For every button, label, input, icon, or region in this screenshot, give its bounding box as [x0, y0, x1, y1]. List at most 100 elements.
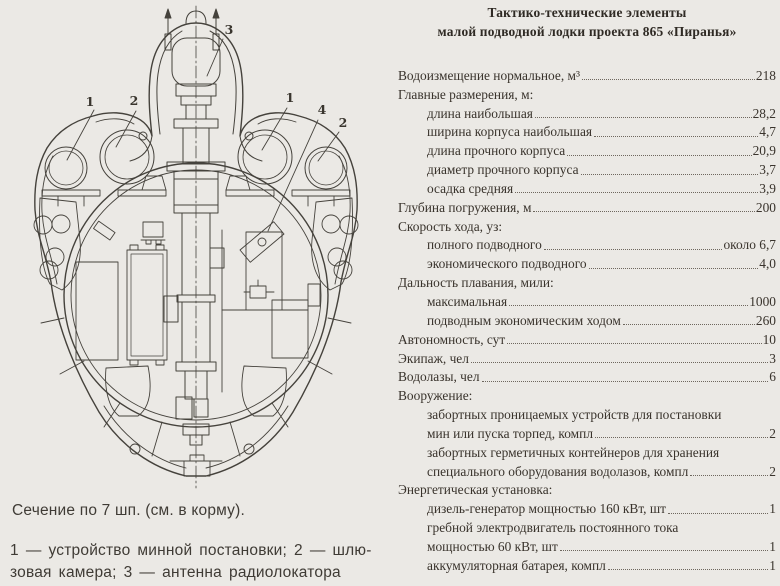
dotted-leader [668, 512, 769, 514]
spec-row: ширина корпуса наибольшая 4,7 [398, 121, 776, 140]
callout-right-1: 1 [286, 90, 295, 105]
spec-row: Энергетическая установка: [398, 479, 776, 498]
spec-row: специального оборудования водолазов, ком… [398, 460, 776, 479]
spec-row: Автономность, сут 10 [398, 328, 776, 347]
figure-legend-line2: зовая камера; 3 — антенна радиолокатора [10, 564, 341, 581]
dotted-leader [543, 248, 723, 250]
figure-legend-line1: 1 — устройство минной постановки; 2 — шл… [10, 542, 372, 559]
spec-label: Энергетическая установка: [398, 482, 553, 498]
callout-left-2: 2 [130, 93, 139, 108]
page-title: Тактико-технические элементы малой подво… [398, 3, 776, 41]
spec-row: забортных проницаемых устройств для пост… [398, 403, 776, 422]
dotted-leader [509, 305, 749, 307]
spec-row: Скорость хода, уз: [398, 215, 776, 234]
spec-value: 4,0 [759, 256, 776, 272]
whip-antenna-right [212, 8, 220, 51]
side-housing-left [33, 197, 81, 291]
submarine-cross-section-drawing: 1 2 3 1 4 2 [33, 5, 359, 489]
figure-block: 1 2 3 1 4 2 Сечение по 7 шп. (см. в корм… [10, 5, 372, 581]
spec-row: Водоизмещение нормальное, м³ 218 [398, 64, 776, 83]
spec-value: 218 [755, 67, 776, 83]
outer-hull-outline [34, 22, 358, 477]
spec-row: Экипаж, чел 3 [398, 347, 776, 366]
callout-top-3: 3 [225, 22, 234, 37]
page-title-line1: Тактико-технические элементы [487, 5, 687, 20]
spec-label: Глубина погружения, м [398, 199, 532, 215]
dotted-leader [594, 135, 759, 137]
airlock-column [163, 161, 226, 446]
spec-value: 3 [769, 350, 776, 366]
spec-label: мин или пуска торпед, компл [427, 425, 594, 441]
spec-value: 3,9 [759, 180, 776, 196]
callout-leaders [66, 38, 340, 232]
pressure-hull-outer [63, 162, 329, 428]
dotted-leader [559, 550, 769, 552]
dotted-leader [607, 569, 769, 571]
spec-value: 1 [769, 501, 776, 517]
spec-label: подводным экономическим ходом [427, 312, 621, 328]
spec-label: Вооружение: [398, 388, 473, 404]
spec-label: Дальность плавания, мили: [398, 275, 554, 291]
spec-label: диаметр прочного корпуса [427, 162, 579, 178]
callout-right-4: 4 [318, 102, 327, 117]
spec-value: 260 [755, 312, 776, 328]
spec-value: 20,9 [752, 143, 776, 159]
spec-value: 2 [769, 425, 776, 441]
dotted-leader [534, 117, 752, 119]
whip-antenna-left [164, 8, 172, 51]
spec-value: 3,7 [759, 162, 776, 178]
spec-row: диаметр прочного корпуса 3,7 [398, 158, 776, 177]
dotted-leader [580, 173, 759, 175]
dotted-leader [622, 324, 755, 326]
spec-label: Водоизмещение нормальное, м³ [398, 67, 581, 83]
spec-label: ширина корпуса наибольшая [427, 124, 593, 140]
spec-label: дизель-генератор мощностью 160 кВт, шт [427, 501, 667, 517]
keel-and-drains [129, 443, 255, 477]
spec-label: Автономность, сут [398, 331, 506, 347]
spec-label: специального оборудования водолазов, ком… [427, 463, 689, 479]
dotted-leader [481, 380, 769, 382]
spec-value: около 6,7 [723, 237, 776, 253]
page-title-line2: малой подводной лодки проекта 865 «Пиран… [437, 24, 737, 39]
spec-label: Экипаж, чел [398, 350, 469, 366]
callout-left-1: 1 [86, 94, 95, 109]
spec-value: 2 [769, 463, 776, 479]
dotted-leader [588, 267, 759, 269]
dotted-leader [582, 79, 755, 81]
spec-value: 1 [769, 557, 776, 573]
spec-label: Водолазы, чел [398, 369, 480, 385]
spec-label: аккумуляторная батарея, компл [427, 557, 606, 573]
dotted-leader [507, 343, 762, 345]
spec-value: 4,7 [759, 124, 776, 140]
spec-value: 10 [762, 331, 776, 347]
dotted-leader [533, 211, 755, 213]
tube-supports [41, 175, 351, 207]
dotted-leader [690, 475, 769, 477]
spec-row: Вооружение: [398, 384, 776, 403]
spec-label: забортных проницаемых устройств для пост… [427, 407, 722, 423]
casing-segment-ticks [40, 317, 352, 457]
spec-row: Главные размерения, м: [398, 83, 776, 102]
spec-label: Скорость хода, уз: [398, 218, 503, 234]
spec-row: забортных герметичных контейнеров для хр… [398, 441, 776, 460]
spec-label: Главные размерения, м: [398, 86, 534, 102]
spec-label: гребной электродвигатель постоянного ток… [427, 520, 679, 536]
sail [129, 10, 263, 162]
dotted-leader [595, 437, 769, 439]
lower-tanks [105, 365, 287, 417]
dotted-leader [470, 362, 769, 363]
side-housing-right [311, 197, 359, 291]
spec-label: максимальная [427, 293, 508, 309]
figure-caption: Сечение по 7 шп. (см. в корму). [12, 502, 245, 519]
radar-antenna [171, 37, 221, 165]
spec-row: гребной электродвигатель постоянного ток… [398, 516, 776, 535]
dotted-leader [515, 192, 759, 194]
